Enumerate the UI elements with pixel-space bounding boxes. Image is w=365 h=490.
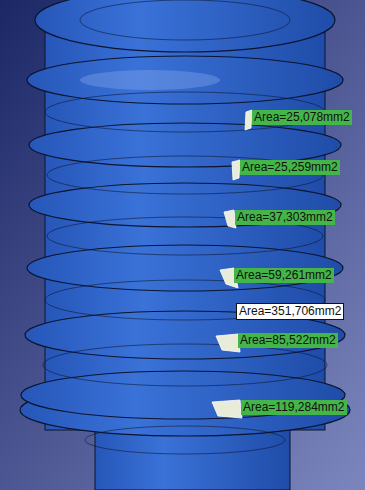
area-measure: Area=85,522mm2 [238, 333, 338, 348]
area-measure: Area=59,261mm2 [234, 268, 334, 283]
area-measure: Area=119,284mm2 [241, 400, 347, 415]
area-measure: Area=25,078mm2 [252, 110, 352, 125]
area-measure: Area=351,706mm2 [236, 303, 344, 320]
area-measure: Area=25,259mm2 [240, 160, 340, 175]
area-measure: Area=37,303mm2 [235, 210, 335, 225]
